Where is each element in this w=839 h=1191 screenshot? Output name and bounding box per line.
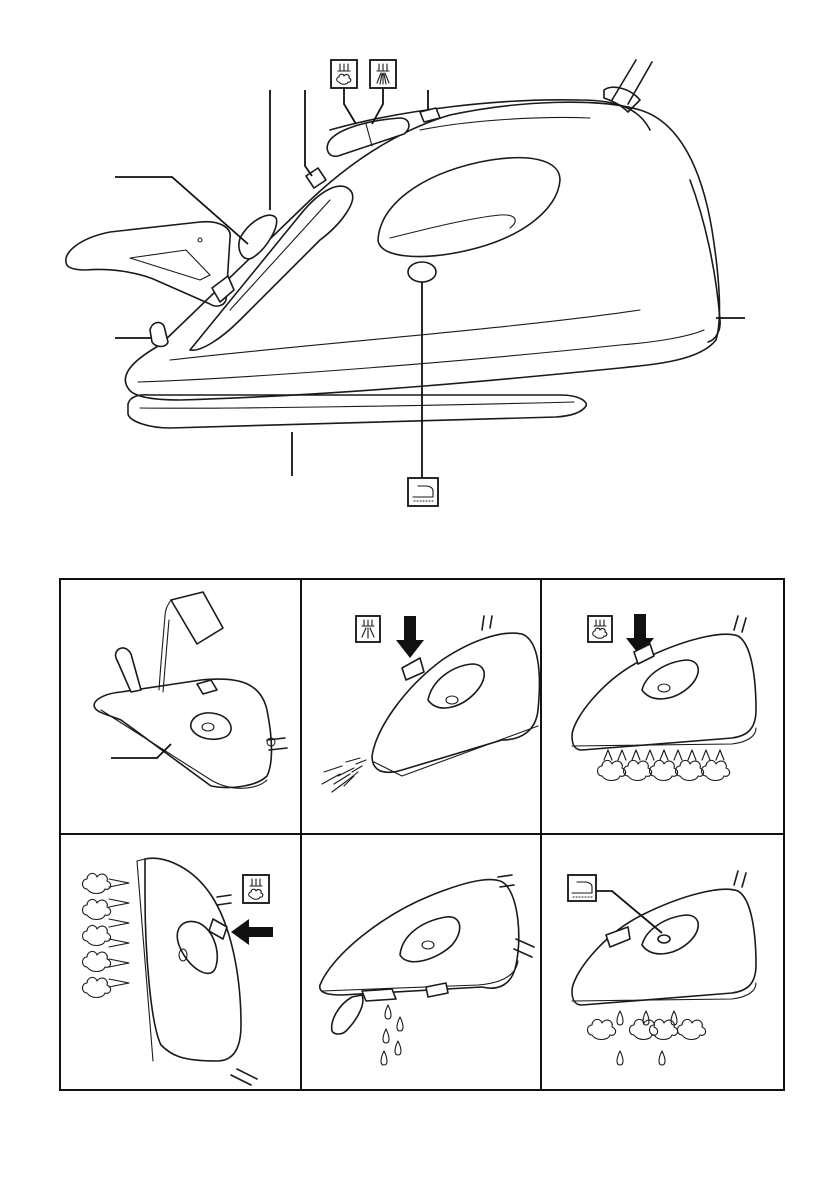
panel-fill-water [61, 580, 302, 835]
press-arrow-icon [231, 919, 273, 945]
steam-burst-icon [243, 875, 269, 903]
panel-spray [302, 580, 543, 835]
water-tank-cover [66, 222, 234, 306]
panel-self-clean [302, 835, 543, 1090]
panel-steam-ironing [542, 835, 783, 1090]
spray-icon [370, 60, 396, 88]
steam-burst-icon [331, 60, 357, 88]
steam-cloud-icon [588, 1011, 706, 1065]
soleplate-indicator-icon [408, 478, 438, 506]
press-arrow-icon [396, 616, 424, 658]
instruction-panel-grid [59, 578, 785, 1091]
soleplate-indicator-icon [568, 875, 596, 901]
steam-burst-icon [588, 616, 612, 642]
steam-clouds [83, 873, 130, 997]
self-clean-button [408, 262, 436, 282]
spray-icon [356, 616, 380, 642]
drip-icon [381, 1005, 403, 1065]
iron-parts-diagram [0, 0, 839, 560]
panel-steam-burst [542, 580, 783, 835]
measuring-cup-icon [159, 592, 223, 692]
iron-vertical-body [137, 858, 257, 1085]
spray-mist [322, 758, 366, 792]
iron-upright-body [94, 648, 287, 788]
steam-clouds [598, 750, 730, 781]
iron-tilted-down-body [319, 875, 533, 1034]
temperature-dial [150, 323, 168, 347]
leader-indicator [596, 891, 662, 933]
leader-lines [115, 88, 745, 478]
panel-vertical-steam [61, 835, 302, 1090]
